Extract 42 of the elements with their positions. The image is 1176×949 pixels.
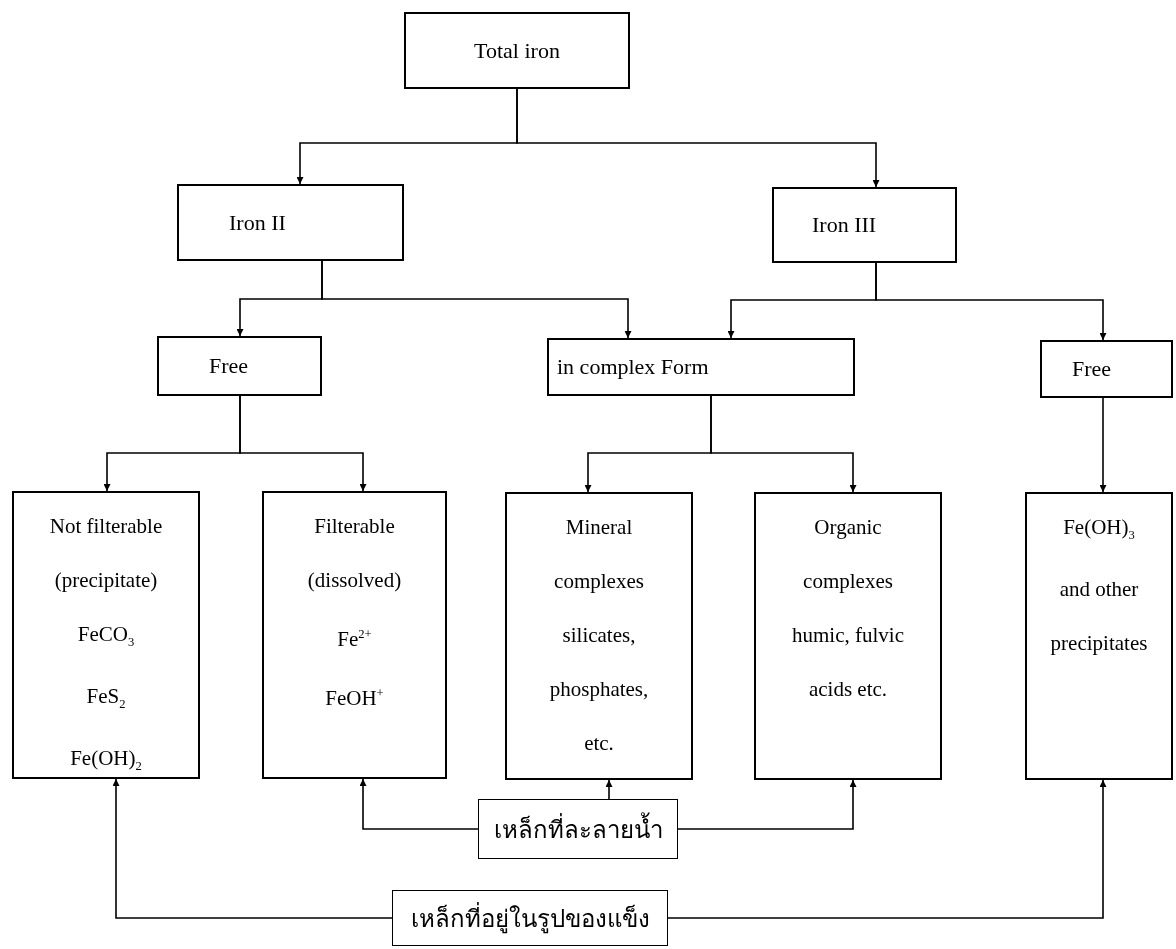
arrow xyxy=(239,395,367,492)
arrow xyxy=(605,779,613,800)
box-label: Iron III xyxy=(812,212,877,238)
process-box xyxy=(177,184,404,261)
arrow xyxy=(359,778,479,830)
box-label: เหล็กที่ละลายน้ำ xyxy=(493,809,663,849)
arrow xyxy=(321,260,632,339)
box-label: Filterable (dissolved) xyxy=(306,513,403,594)
box-label: FeCO$_{3}$ xyxy=(76,621,136,652)
box-label: FeS$_{2}$ xyxy=(85,683,127,714)
process-box xyxy=(262,491,447,779)
process-box xyxy=(547,338,855,396)
box-label: Free xyxy=(209,353,249,379)
process-box xyxy=(754,492,942,780)
box-label: Fe$^{2+}$ xyxy=(336,626,373,653)
arrow xyxy=(677,779,857,830)
process-box xyxy=(772,187,957,263)
box-label: Free xyxy=(1072,356,1112,382)
box-label: FeOH$^{+}$ xyxy=(324,685,385,712)
process-box xyxy=(157,336,322,396)
process-box xyxy=(1025,492,1173,780)
process-box xyxy=(1040,340,1173,398)
arrow xyxy=(112,778,393,919)
box-label: humic, fulvic acids etc. xyxy=(792,622,904,703)
process-box xyxy=(12,491,200,779)
box-label: เหล็กที่อยู่ในรูปของแข็ง xyxy=(410,898,650,938)
process-box xyxy=(478,799,678,859)
arrow xyxy=(1099,397,1107,493)
process-box xyxy=(505,492,693,780)
box-label: Iron II xyxy=(229,209,286,236)
process-box xyxy=(404,12,630,89)
box-label: silicates, phosphates, etc. xyxy=(548,622,650,757)
arrow xyxy=(875,262,1107,341)
box-label: Fe(OH)$_{2}$ xyxy=(69,745,143,776)
box-label: Fe(OH)$_{3}$ and other precipitates xyxy=(1049,514,1149,658)
box-label: in complex Form xyxy=(557,354,709,380)
arrow xyxy=(516,88,880,188)
box-label: Total iron xyxy=(474,37,560,64)
box-label: Not filterable (precipitate) xyxy=(48,513,164,594)
arrow xyxy=(667,779,1107,919)
arrow xyxy=(710,395,857,493)
process-box xyxy=(392,890,668,946)
